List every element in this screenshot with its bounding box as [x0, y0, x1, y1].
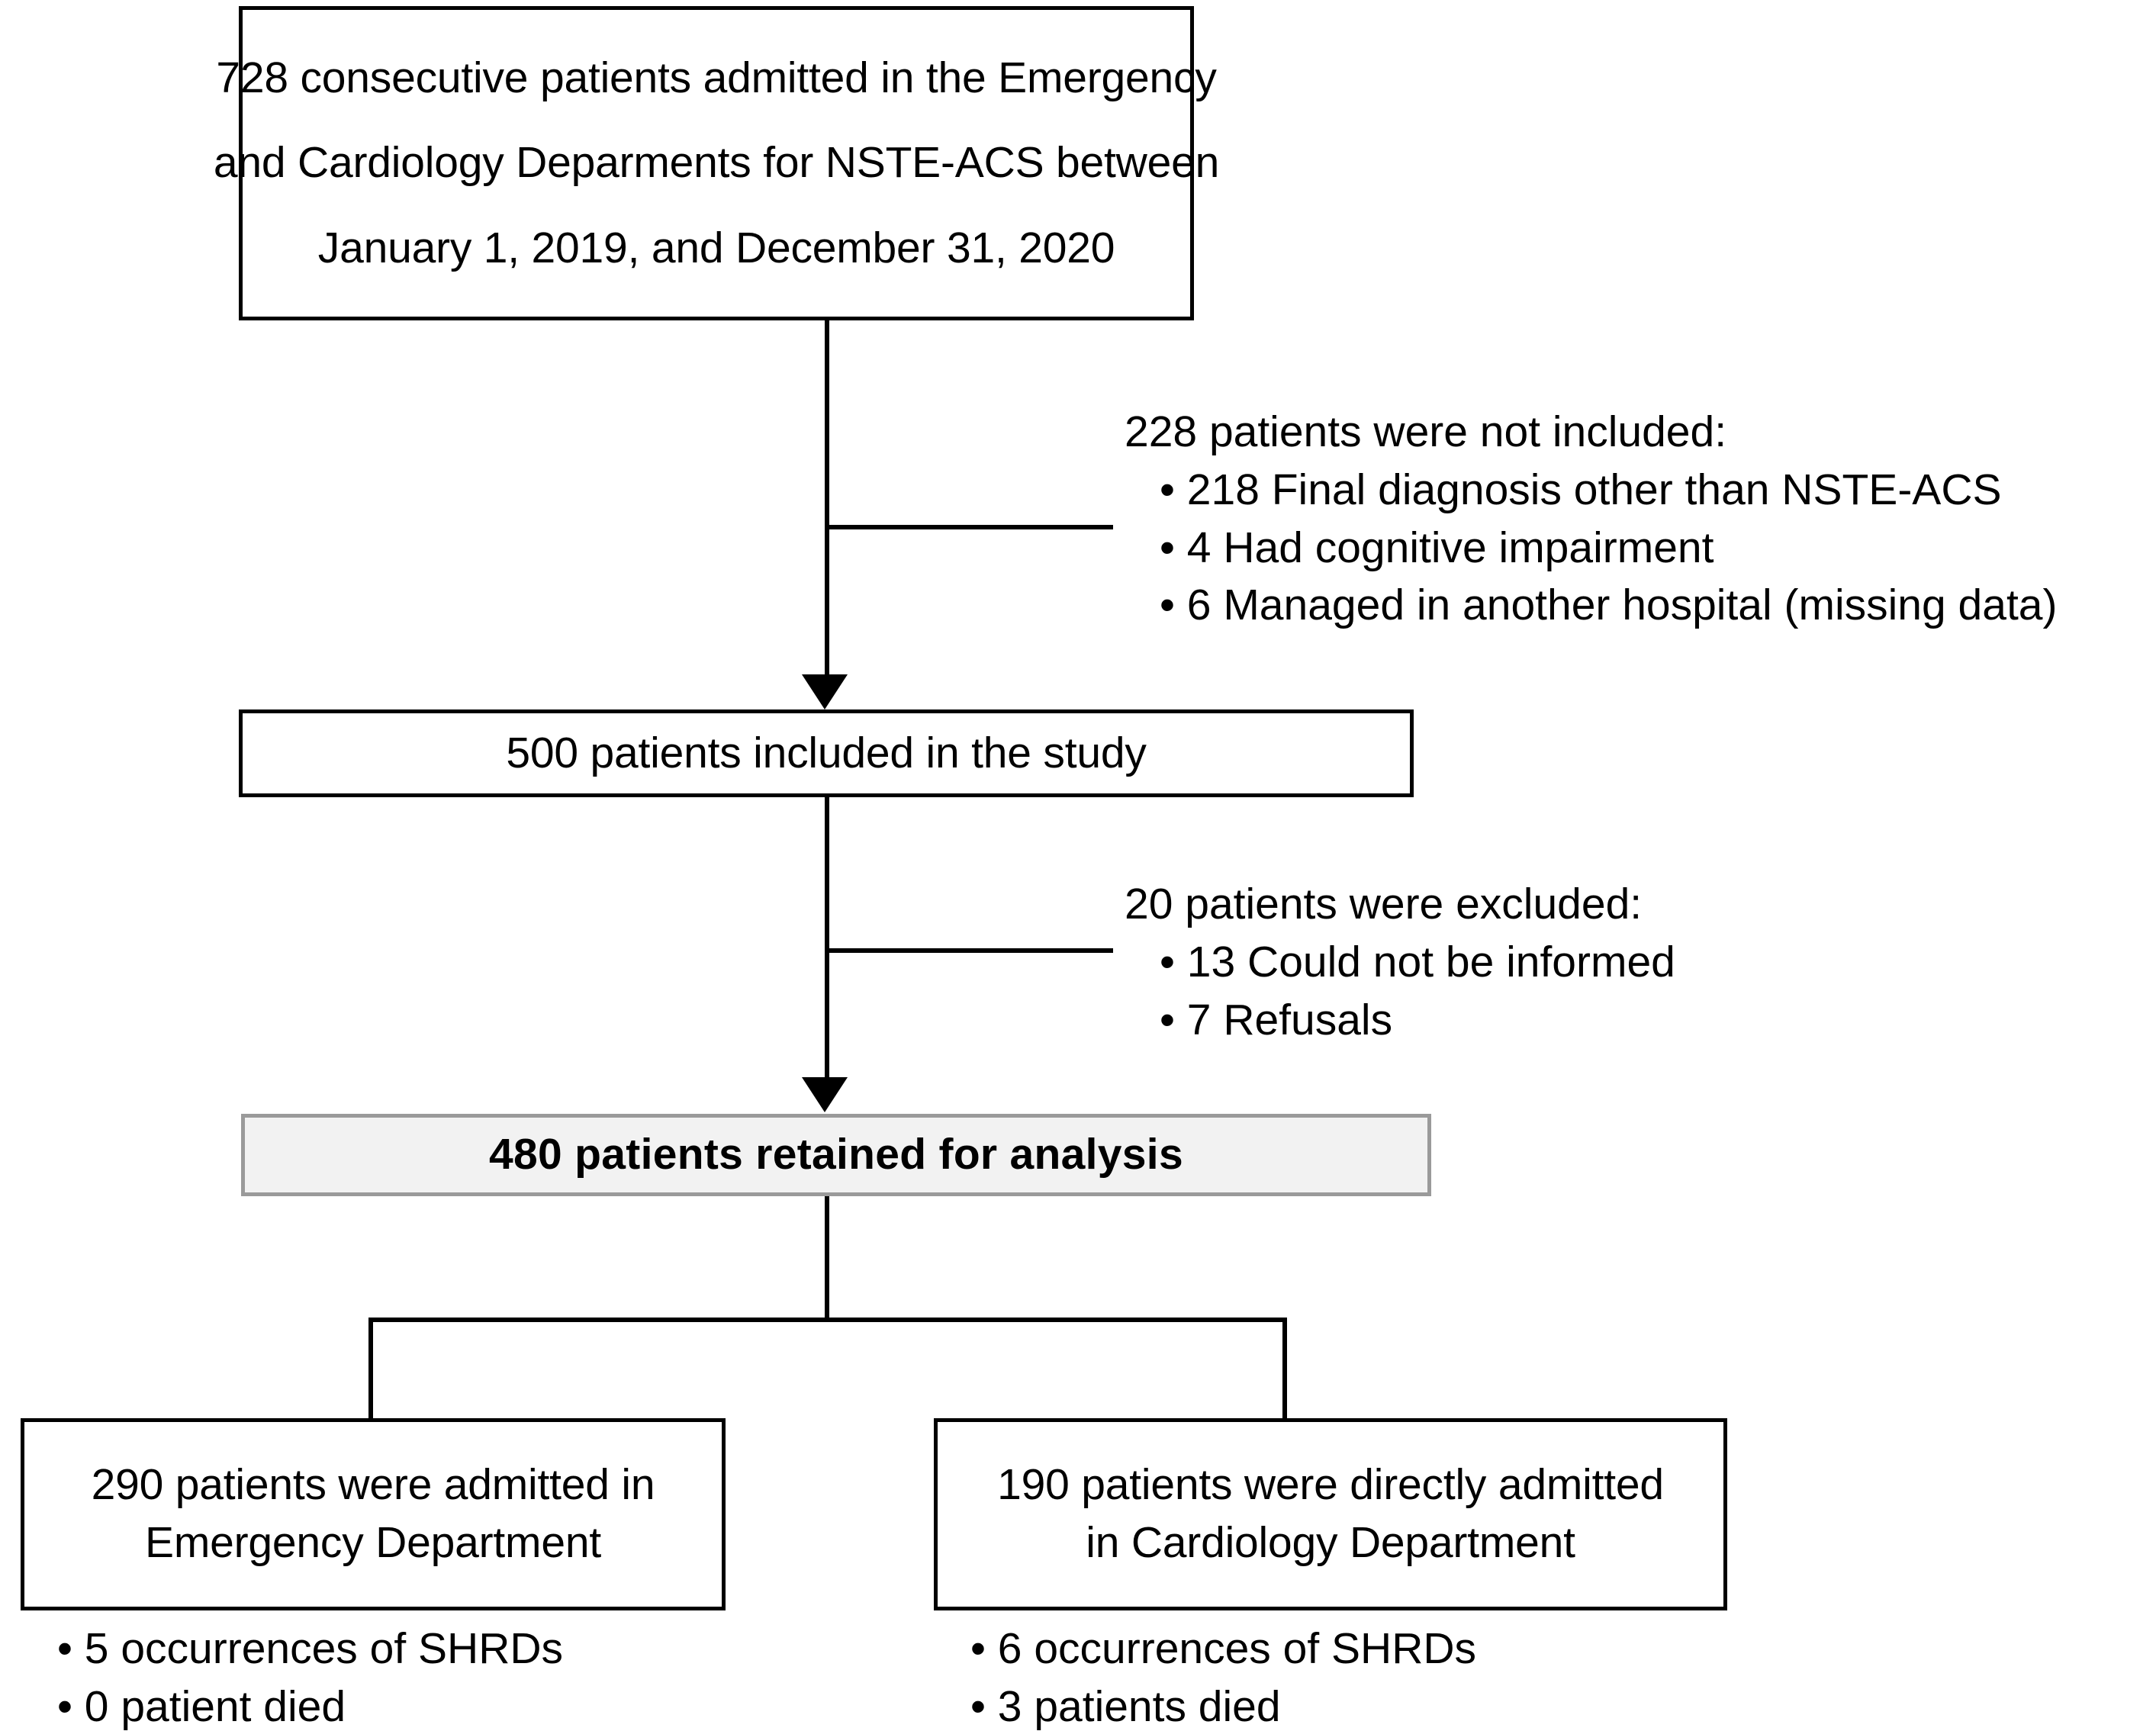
- outcome-emergency-item-2: • 0 patient died: [57, 1681, 346, 1731]
- node-emergency-line-1: 290 patients were admitted in: [91, 1460, 655, 1510]
- split-bar: [368, 1318, 1287, 1322]
- excluded-heading: 20 patients were excluded:: [1125, 880, 1643, 928]
- connector-retained-to-split: [825, 1196, 829, 1320]
- not-included-item-2: • 4 Had cognitive impairment: [1160, 523, 1714, 572]
- not-included-item-1: • 218 Final diagnosis other than NSTE-AC…: [1160, 465, 2002, 514]
- node-retained-line-1: 480 patients retained for analysis: [489, 1130, 1183, 1179]
- outcomes-emergency: • 5 occurrences of SHRDs • 0 patient die…: [57, 1620, 563, 1731]
- arrowhead-to-retained: [802, 1077, 848, 1112]
- node-screened-patients: 728 consecutive patients admitted in the…: [214, 6, 1219, 320]
- node-cardiology-line-2: in Cardiology Department: [1086, 1518, 1575, 1567]
- annotation-excluded: 20 patients were excluded: • 13 Could no…: [1125, 876, 1675, 1049]
- not-included-heading: 228 patients were not included:: [1125, 407, 1727, 456]
- node-included-in-study: 500 patients included in the study: [239, 709, 1414, 797]
- node-cardiology-department: 190 patients were directly admitted in C…: [934, 1418, 1727, 1610]
- excluded-item-2: • 7 Refusals: [1160, 995, 1393, 1044]
- node-screened-line-1: 728 consecutive patients admitted in the…: [216, 53, 1217, 103]
- outcome-cardiology-item-2: • 3 patients died: [970, 1681, 1281, 1731]
- outcome-emergency-item-1: • 5 occurrences of SHRDs: [57, 1624, 564, 1673]
- outcome-cardiology-item-1: • 6 occurrences of SHRDs: [970, 1624, 1477, 1673]
- connector-split-to-emergency: [368, 1318, 373, 1421]
- outcomes-cardiology: • 6 occurrences of SHRDs • 3 patients di…: [970, 1620, 1476, 1731]
- node-screened-line-2: and Cardiology Deparments for NSTE-ACS b…: [213, 138, 1220, 188]
- arrowhead-to-included: [802, 674, 848, 709]
- node-emergency-line-2: Emergency Department: [145, 1518, 601, 1567]
- leader-line-excluded: [825, 948, 1113, 953]
- node-cardiology-line-1: 190 patients were directly admitted: [997, 1460, 1664, 1510]
- leader-line-not-included: [825, 525, 1113, 529]
- node-screened-line-3: January 1, 2019, and December 31, 2020: [317, 223, 1115, 272]
- connector-screened-to-included: [825, 320, 829, 679]
- excluded-item-1: • 13 Could not be informed: [1160, 937, 1675, 986]
- node-retained-for-analysis: 480 patients retained for analysis: [241, 1114, 1431, 1196]
- node-included-line-1: 500 patients included in the study: [506, 728, 1147, 777]
- node-emergency-department: 290 patients were admitted in Emergency …: [21, 1418, 726, 1610]
- connector-split-to-cardiology: [1282, 1318, 1287, 1421]
- annotation-not-included: 228 patients were not included: • 218 Fi…: [1125, 404, 2057, 635]
- not-included-item-3: • 6 Managed in another hospital (missing…: [1160, 581, 2058, 630]
- connector-included-to-retained: [825, 797, 829, 1081]
